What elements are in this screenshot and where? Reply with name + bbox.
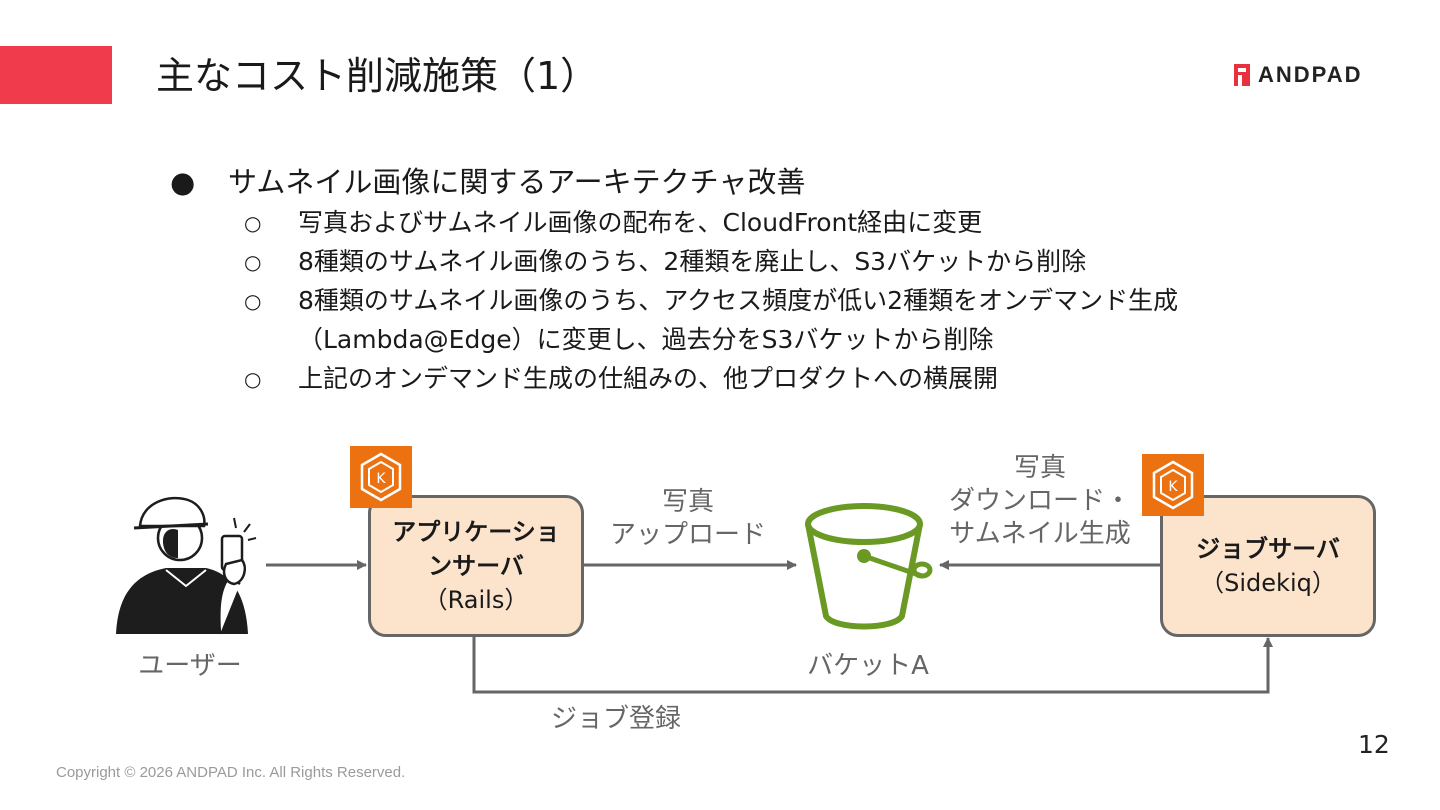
svg-text:K: K bbox=[1168, 479, 1178, 495]
upload-label-line1: 写真 bbox=[661, 487, 714, 517]
arrow-job-register bbox=[472, 634, 1273, 694]
download-label: 写真 ダウンロード・ サムネイル生成 bbox=[938, 452, 1142, 551]
slide-title: 主なコスト削減施策（1） bbox=[156, 54, 599, 98]
sub-bullet-text: 8種類のサムネイル画像のうち、2種類を廃止し、S3バケットから削除 bbox=[298, 247, 1087, 276]
bullet-text: サムネイル画像に関するアーキテクチャ改善 bbox=[228, 165, 806, 199]
sub-bullet-text: 8種類のサムネイル画像のうち、アクセス頻度が低い2種類をオンデマンド生成 bbox=[298, 286, 1179, 315]
job-server-box: ジョブサーバ （Sidekiq） bbox=[1160, 495, 1376, 637]
svg-text:K: K bbox=[376, 471, 386, 487]
app-server-subtitle: （Rails） bbox=[423, 586, 529, 614]
sub-bullet-marker: ○ bbox=[244, 289, 262, 313]
s3-bucket-icon bbox=[805, 503, 933, 630]
job-server-title: ジョブサーバ bbox=[1196, 535, 1340, 563]
sub-bullet-text: 上記のオンデマンド生成の仕組みの、他プロダクトへの横展開 bbox=[298, 364, 999, 393]
sub-bullet-text: （Lambda@Edge）に変更し、過去分をS3バケットから削除 bbox=[298, 325, 994, 354]
bullet-marker: ● bbox=[170, 165, 196, 199]
page-number: 12 bbox=[1358, 730, 1390, 759]
copyright: Copyright © 2026 ANDPAD Inc. All Rights … bbox=[56, 764, 406, 781]
andpad-logo-icon bbox=[1234, 64, 1250, 86]
andpad-logo: ANDPAD bbox=[1234, 62, 1362, 88]
job-server-subtitle: （Sidekiq） bbox=[1200, 569, 1336, 597]
bucket-label: バケットA bbox=[807, 651, 929, 681]
download-label-line2: ダウンロード・ bbox=[948, 486, 1131, 516]
user-label: ユーザー bbox=[138, 651, 242, 681]
upload-label-line2: アップロード bbox=[609, 520, 766, 550]
sub-bullet-marker: ○ bbox=[244, 367, 262, 391]
app-server-box: アプリケーショ ンサーバ （Rails） bbox=[368, 495, 584, 637]
download-label-line3: サムネイル生成 bbox=[949, 519, 1131, 549]
download-label-line1: 写真 bbox=[1013, 453, 1066, 483]
logo-text: ANDPAD bbox=[1258, 62, 1363, 87]
upload-label: 写真 アップロード bbox=[600, 486, 776, 552]
app-server-title-line1: アプリケーショ bbox=[392, 518, 560, 546]
kubernetes-icon: K bbox=[1142, 454, 1204, 516]
title-accent-bar bbox=[0, 46, 112, 104]
construction-worker-icon bbox=[116, 496, 257, 635]
sub-bullet-marker: ○ bbox=[244, 211, 262, 235]
app-server-title-line2: ンサーバ bbox=[428, 552, 524, 580]
job-register-label: ジョブ登録 bbox=[550, 704, 681, 734]
kubernetes-icon: K bbox=[350, 446, 412, 508]
sub-bullet-text: 写真およびサムネイル画像の配布を、CloudFront経由に変更 bbox=[298, 208, 983, 237]
sub-bullet-marker: ○ bbox=[244, 250, 262, 274]
